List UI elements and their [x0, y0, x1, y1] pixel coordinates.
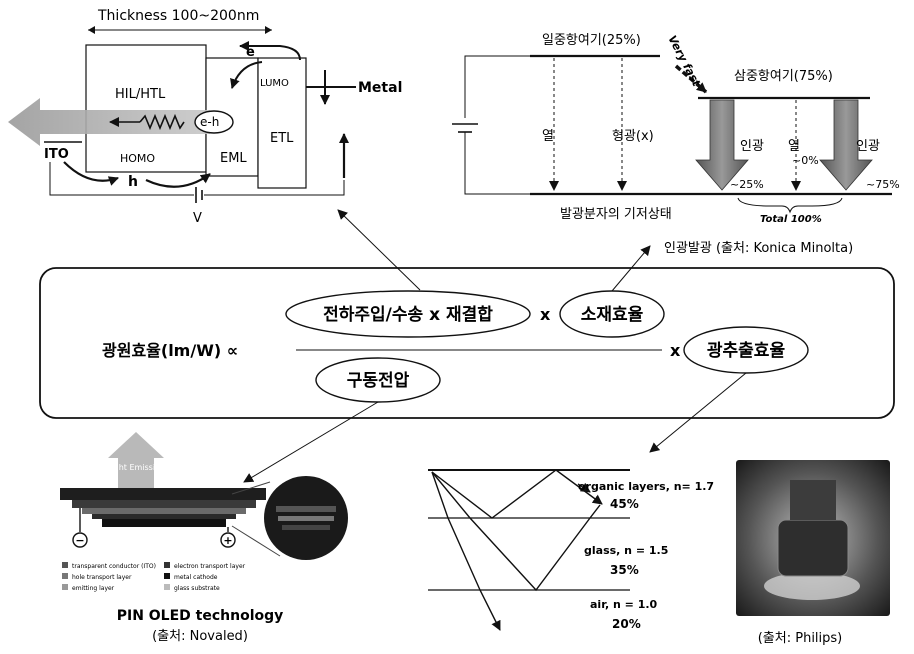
total-brace — [738, 198, 842, 212]
very-fast-label: Very fast — [665, 33, 703, 89]
lamp-top — [790, 480, 836, 520]
energy-circuit-top — [465, 56, 530, 118]
eml-layer-pin — [92, 514, 236, 519]
zoom-layer-2 — [278, 516, 334, 521]
legend-glass: glass substrate — [174, 585, 220, 592]
air-pct: 20% — [612, 617, 641, 631]
organic-label: organic layers, n= 1.7 — [578, 480, 714, 493]
htl-layer — [82, 508, 246, 514]
hole-label: h — [128, 174, 138, 190]
efficiency-formula: 광원효율(lm/W) ∝ 전하주입/수송 x 재결합 x 소재효율 구동전압 x… — [40, 268, 894, 418]
lamp-body — [778, 520, 848, 576]
phosphorescence-label-2: 인광 — [856, 139, 880, 154]
legend-swatch-cathode — [164, 573, 170, 579]
times-2: x — [670, 341, 681, 360]
organic-pct: 45% — [610, 497, 639, 511]
eml-label: EML — [220, 151, 247, 166]
pct-75-label: ~75% — [866, 178, 900, 191]
minus-label: − — [75, 534, 84, 547]
hil-htl-label: HIL/HTL — [115, 87, 166, 102]
energy-caption: 인광발광 (출처: Konica Minolta) — [664, 241, 853, 256]
metal-label: Metal — [358, 80, 402, 96]
legend-eml: emitting layer — [72, 585, 115, 592]
light-emission-label: Light Emission — [107, 463, 165, 472]
outcoupling-diagram: organic layers, n= 1.7 45% glass, n = 1.… — [428, 470, 714, 631]
hole-transport-arrow — [146, 174, 210, 187]
phosphorescence-label-1: 인광 — [740, 139, 764, 154]
material-term: 소재효율 — [581, 305, 644, 325]
glass-pct: 35% — [610, 563, 639, 577]
pin-oled-illustration: Light Emission − + transparent conductor… — [60, 432, 348, 644]
ground-state-label: 발광분자의 기저상태 — [560, 207, 672, 222]
legend-swatch-eml — [62, 584, 68, 590]
legend-cathode: metal cathode — [174, 574, 218, 581]
plus-label: + — [223, 534, 232, 547]
legend-etl: electron transport layer — [174, 563, 246, 570]
pin-legend: transparent conductor (ITO) hole transpo… — [62, 562, 246, 592]
homo-label: HOMO — [120, 152, 155, 165]
legend-swatch-glass — [164, 584, 170, 590]
etl-label: ETL — [270, 131, 294, 146]
energy-circuit-bottom — [465, 146, 530, 194]
organic-mode-ray — [432, 470, 602, 518]
times-1: x — [540, 305, 551, 324]
glass-label: glass, n = 1.5 — [584, 544, 668, 557]
injection-term: 전하주입/수송 x 재결합 — [323, 304, 493, 325]
triplet-label: 삼중항여기(75%) — [734, 69, 833, 84]
zoom-layer-1 — [276, 506, 336, 512]
philips-caption: (출처: Philips) — [758, 631, 843, 646]
zoom-layer-3 — [282, 525, 330, 530]
pin-caption-2: (출처: Novaled) — [152, 629, 248, 644]
philips-photo: (출처: Philips) — [736, 460, 890, 646]
singlet-heat-label: 열 — [542, 129, 554, 144]
air-label: air, n = 1.0 — [590, 598, 658, 611]
outcoupling-term: 광추출효율 — [707, 341, 786, 361]
legend-ito: transparent conductor (ITO) — [72, 563, 156, 570]
substrate-mode-ray — [432, 472, 600, 590]
lumo-label: LUMO — [260, 78, 289, 89]
oled-structure-diagram: Thickness 100~200nm HIL/HTL HOMO EML LUM… — [8, 8, 402, 226]
legend-swatch-htl — [62, 573, 68, 579]
legend-htl: hole transport layer — [72, 574, 132, 581]
electron-label: e — [246, 45, 255, 60]
light-emission-arrow — [108, 432, 164, 488]
pin-caption-1: PIN OLED technology — [117, 608, 284, 624]
exciton-label: e-h — [200, 115, 219, 129]
total-label: Total 100% — [760, 214, 822, 225]
cathode-layer — [102, 519, 226, 527]
ito-label: ITO — [44, 147, 69, 162]
glass-substrate — [60, 488, 266, 500]
voltage-label: V — [193, 211, 202, 226]
pct-25-label: ~25% — [730, 178, 764, 191]
voltage-term: 구동전압 — [347, 370, 410, 391]
air-mode-ray — [432, 472, 500, 630]
phosphorescence-energy-diagram: 일중항여기(25%) Very fast 삼중항여기(75%) 열 형광(x) … — [452, 33, 900, 256]
legend-swatch-etl — [164, 562, 170, 568]
fluorescence-label: 형광(x) — [612, 129, 654, 144]
formula-lhs: 광원효율(lm/W) ∝ — [102, 341, 238, 360]
legend-swatch-ito — [62, 562, 68, 568]
pct-0-label: ~0% — [792, 154, 819, 167]
triplet-heat-label: 열 — [788, 139, 800, 154]
ito-layer — [72, 500, 256, 508]
singlet-label: 일중항여기(25%) — [542, 33, 641, 48]
thickness-label: Thickness 100~200nm — [97, 8, 259, 24]
